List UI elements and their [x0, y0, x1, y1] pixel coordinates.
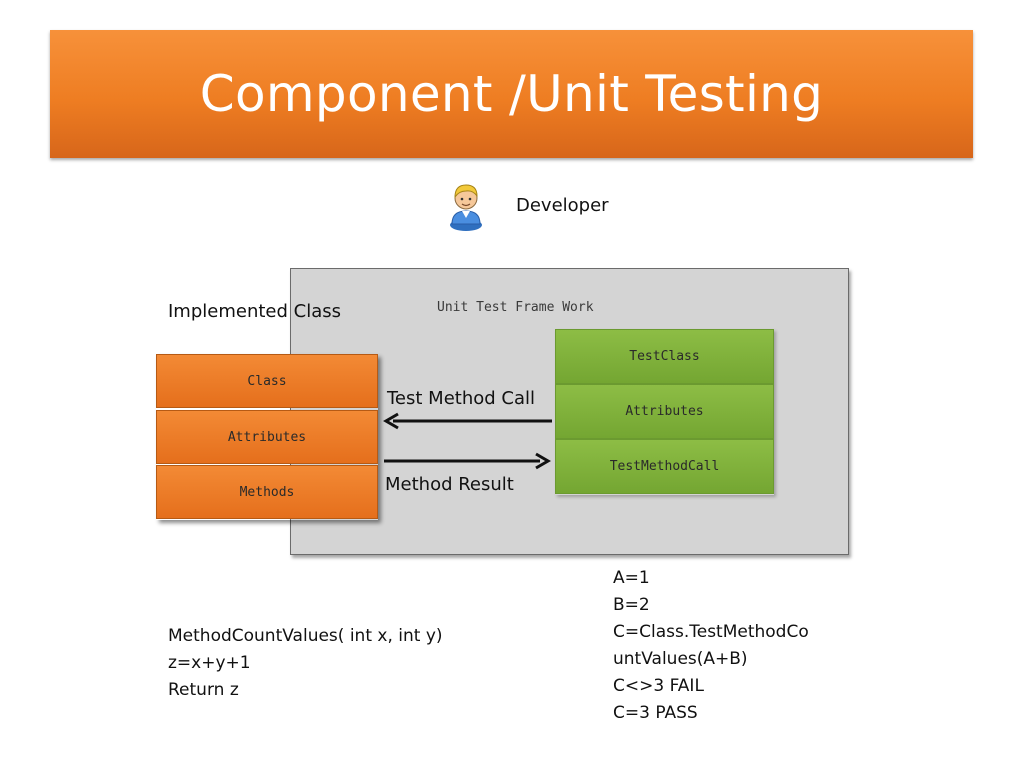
test-code-line: C<>3 FAIL	[613, 676, 704, 696]
test-attributes-box: Attributes	[555, 384, 774, 439]
test-code-line: B=2	[613, 595, 650, 615]
title-banner: Component /Unit Testing	[50, 30, 973, 158]
test-code-line: C=Class.TestMethodCo	[613, 622, 809, 642]
class-methods-box: Methods	[156, 465, 378, 519]
test-code-line: untValues(A+B)	[613, 649, 748, 669]
method-code-line: Return z	[168, 680, 239, 700]
test-class-group: TestClass Attributes TestMethodCall	[555, 329, 774, 495]
test-code-line: A=1	[613, 568, 650, 588]
test-class-box: TestClass	[555, 329, 774, 384]
implemented-class-group: Class Attributes Methods	[156, 354, 378, 520]
class-attributes-box: Attributes	[156, 410, 378, 464]
method-code-block: MethodCountValues( int x, int y) z=x+y+1…	[168, 623, 443, 704]
user-icon	[450, 184, 482, 231]
class-box: Class	[156, 354, 378, 408]
developer-label: Developer	[516, 195, 609, 216]
method-result-label: Method Result	[385, 474, 514, 495]
test-code-block: A=1 B=2 C=Class.TestMethodCo untValues(A…	[613, 565, 809, 727]
framework-label: Unit Test Frame Work	[437, 300, 594, 315]
method-code-line: z=x+y+1	[168, 653, 251, 673]
test-method-call-box: TestMethodCall	[555, 439, 774, 494]
test-code-line: C=3 PASS	[613, 703, 698, 723]
implemented-class-label: Implemented Class	[168, 301, 341, 322]
slide-title: Component /Unit Testing	[199, 65, 824, 123]
test-method-call-label: Test Method Call	[387, 388, 535, 409]
method-code-line: MethodCountValues( int x, int y)	[168, 626, 443, 646]
